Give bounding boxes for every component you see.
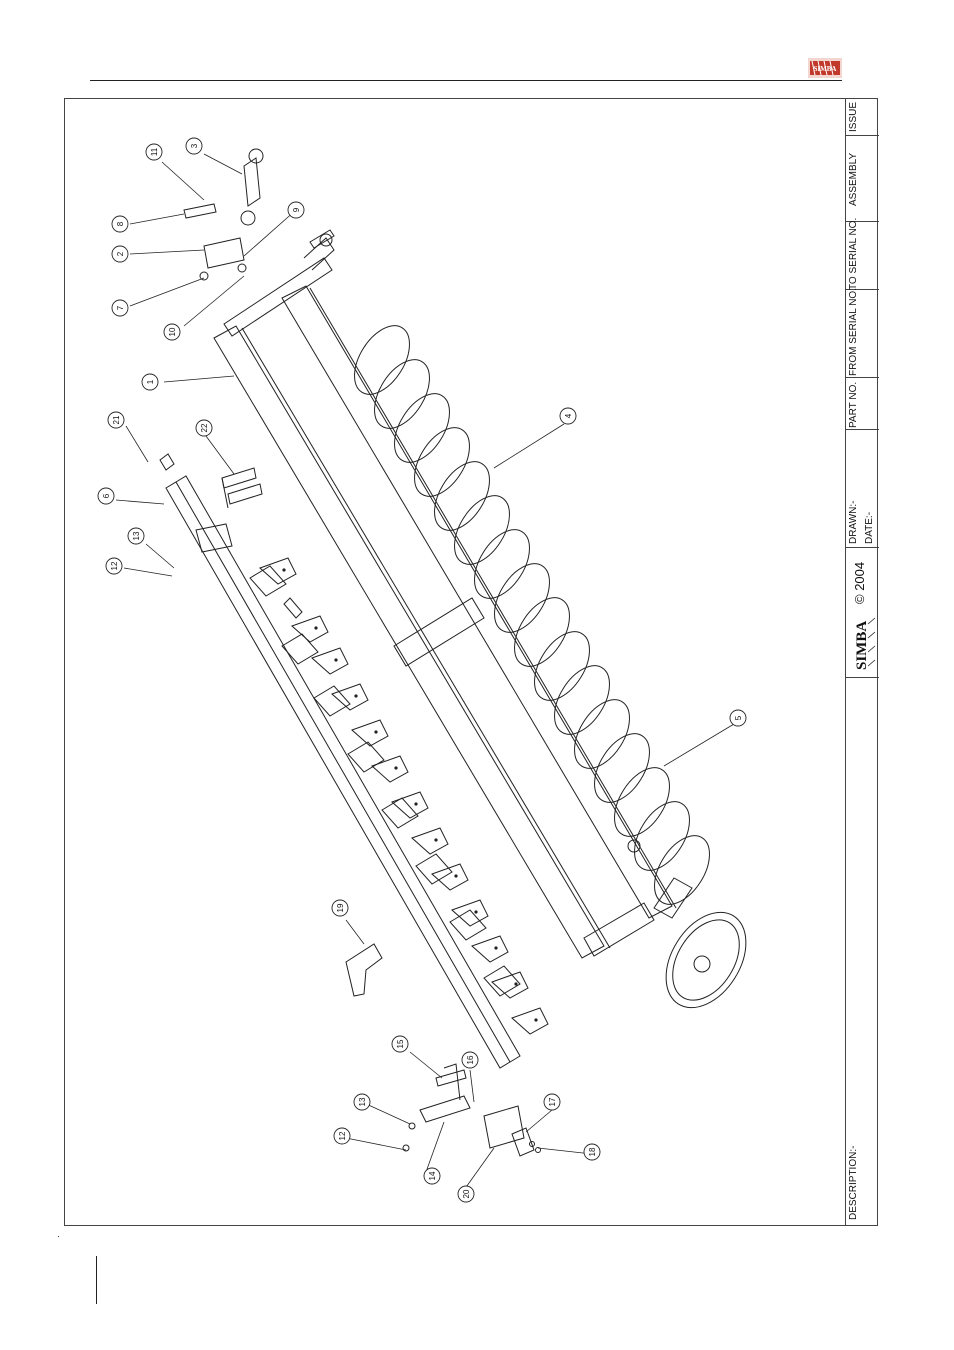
part-no-label: PART NO. <box>848 382 859 428</box>
svg-text:15: 15 <box>396 1039 405 1048</box>
to-serial-label: TO SERIAL NO. <box>848 218 859 290</box>
svg-text:SIMBA: SIMBA <box>854 621 870 670</box>
from-serial-cell: FROM SERIAL NO. <box>846 290 879 378</box>
to-serial-cell: TO SERIAL NO. <box>846 222 879 290</box>
drawn-date-cell: DRAWN:- DATE:- <box>846 430 879 548</box>
svg-text:10: 10 <box>168 327 177 336</box>
logo-cell: SIMBA © 2004 <box>846 548 879 678</box>
svg-text:20: 20 <box>462 1189 471 1198</box>
part-no-cell: PART NO. <box>846 378 879 430</box>
svg-text:18: 18 <box>588 1147 597 1156</box>
simba-logo-header: SIMBA <box>808 58 842 78</box>
page-dot <box>58 1236 59 1237</box>
date-label: DATE:- <box>864 512 875 544</box>
svg-text:3: 3 <box>190 143 199 148</box>
from-serial-label: FROM SERIAL NO. <box>848 288 859 376</box>
svg-text:11: 11 <box>150 147 159 156</box>
header-rule <box>90 80 842 81</box>
issue-cell: ISSUE <box>846 98 879 136</box>
footer-rule <box>96 1256 97 1304</box>
assembly-cell: ASSEMBLY <box>846 136 879 222</box>
svg-text:SIMBA: SIMBA <box>814 65 837 73</box>
svg-text:8: 8 <box>116 221 125 226</box>
svg-text:9: 9 <box>292 207 301 212</box>
svg-text:16: 16 <box>466 1055 475 1064</box>
description-cell: DESCRIPTION:- <box>846 678 879 1226</box>
svg-text:17: 17 <box>548 1097 557 1106</box>
svg-text:13: 13 <box>132 531 141 540</box>
description-label: DESCRIPTION:- <box>848 1146 859 1220</box>
svg-text:13: 13 <box>358 1097 367 1106</box>
svg-text:4: 4 <box>564 413 573 418</box>
svg-text:12: 12 <box>338 1131 347 1140</box>
svg-text:14: 14 <box>428 1171 437 1180</box>
svg-text:19: 19 <box>336 903 345 912</box>
exploded-parts-drawing: 1 2 3 4 5 6 7 8 9 10 11 12 13 14 15 16 1… <box>64 98 844 1226</box>
copyright-text: © 2004 <box>852 562 867 604</box>
svg-text:12: 12 <box>110 561 119 570</box>
assembly-label: ASSEMBLY <box>848 153 859 206</box>
svg-text:7: 7 <box>116 305 125 310</box>
issue-label: ISSUE <box>848 102 859 132</box>
svg-text:1: 1 <box>146 379 155 384</box>
drawn-label: DRAWN:- <box>848 500 859 544</box>
title-block: ISSUE ASSEMBLY TO SERIAL NO. FROM SERIAL… <box>845 98 878 1226</box>
svg-text:21: 21 <box>112 415 121 424</box>
svg-text:2: 2 <box>116 251 125 256</box>
svg-text:5: 5 <box>734 715 743 720</box>
svg-text:6: 6 <box>102 493 111 498</box>
svg-text:22: 22 <box>200 423 209 432</box>
